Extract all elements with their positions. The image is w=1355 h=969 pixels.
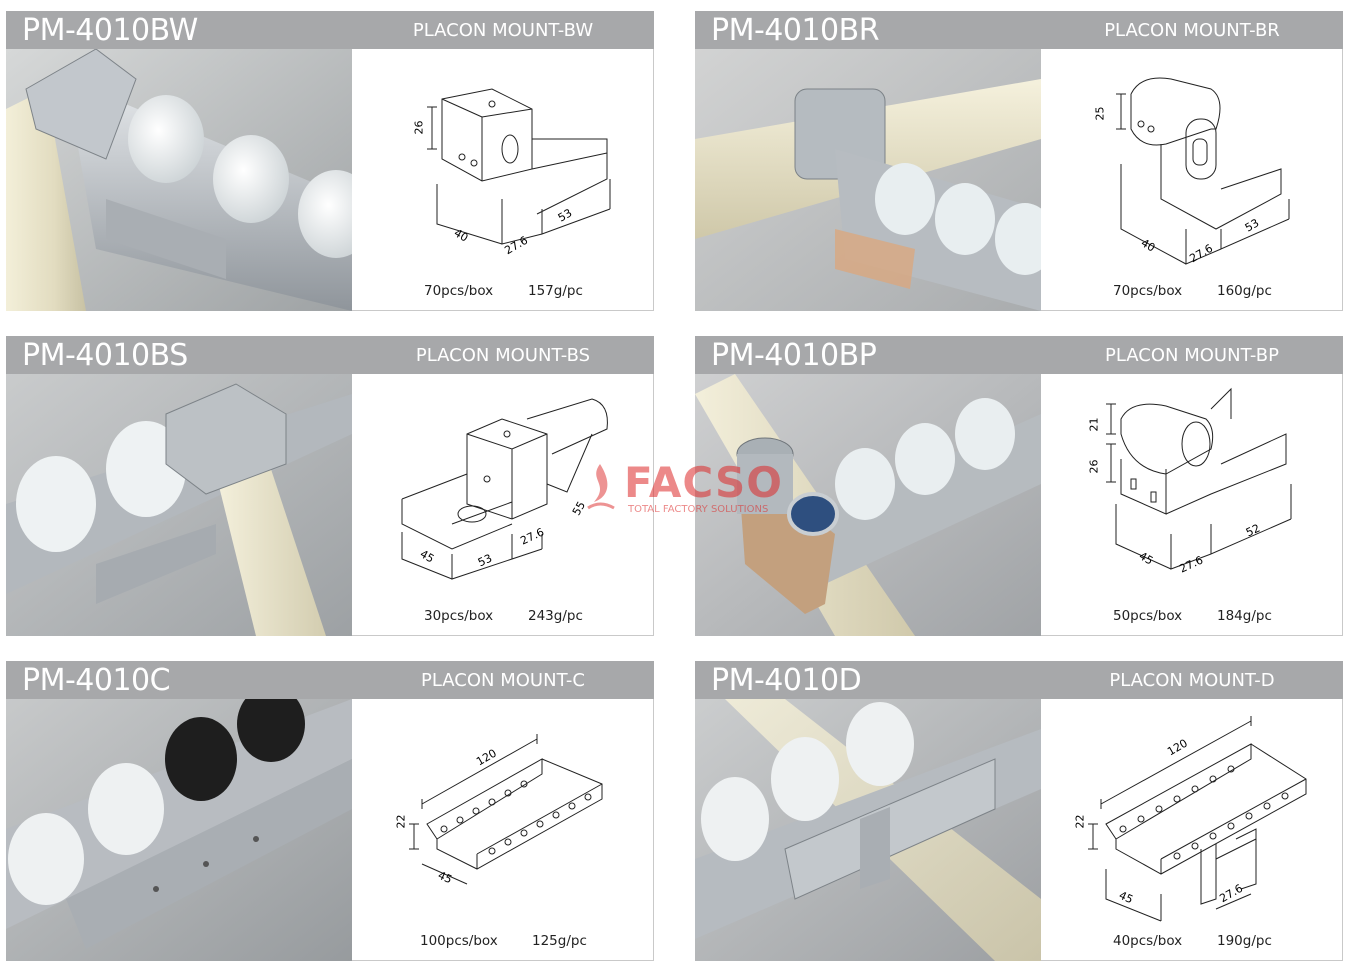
weight-per-piece: 184g/pc <box>1217 608 1272 624</box>
card-header: PM-4010BW PLACON MOUNT-BW <box>6 11 654 49</box>
mount-name: PLACON MOUNT-C <box>421 670 585 691</box>
product-card-d: PM-4010D PLACON MOUNT-D <box>695 661 1343 961</box>
product-card-bs: PM-4010BS PLACON MOUNT-BS <box>6 336 654 636</box>
weight-per-piece: 125g/pc <box>532 933 587 949</box>
pieces-per-box: 30pcs/box <box>424 608 494 624</box>
product-card-bw: PM-4010BW PLACON MOUNT-BW <box>6 11 654 311</box>
dimension-diagram: 25 40 27.6 53 70pcs/box 160g/pc <box>1041 49 1343 311</box>
pieces-per-box: 70pcs/box <box>1113 283 1183 299</box>
product-photo <box>6 699 352 961</box>
pieces-per-box: 70pcs/box <box>424 283 494 299</box>
pieces-per-box: 50pcs/box <box>1113 608 1183 624</box>
card-header: PM-4010BR PLACON MOUNT-BR <box>695 11 1343 49</box>
model-number: PM-4010BW <box>22 13 198 48</box>
dimension-diagram: 120 22 45 27.6 40pcs/box 190g/pc <box>1041 699 1343 961</box>
product-card-c: PM-4010C PLACON MOUNT-C <box>6 661 654 961</box>
product-photo <box>695 49 1041 311</box>
dim-label: 26 <box>412 120 426 135</box>
model-number: PM-4010BS <box>22 338 188 373</box>
dim-label: 25 <box>1093 106 1107 121</box>
model-number: PM-4010D <box>711 663 862 698</box>
weight-per-piece: 160g/pc <box>1217 283 1272 299</box>
dimension-diagram: 21 26 45 27.6 52 50pcs/box 184g/pc <box>1041 374 1343 636</box>
pieces-per-box: 100pcs/box <box>420 933 498 949</box>
product-photo <box>6 49 352 311</box>
product-photo <box>695 699 1041 961</box>
watermark-brand: FACSO <box>624 458 783 507</box>
dim-label: 26 <box>1087 459 1101 474</box>
weight-per-piece: 243g/pc <box>528 608 583 624</box>
dim-label: 21 <box>1087 417 1101 432</box>
product-photo <box>6 374 352 636</box>
mount-name: PLACON MOUNT-BR <box>1104 20 1280 41</box>
mount-name: PLACON MOUNT-D <box>1109 670 1275 691</box>
weight-per-piece: 190g/pc <box>1217 933 1272 949</box>
product-card-bp: PM-4010BP PLACON MOUNT-BP <box>695 336 1343 636</box>
flame-logo-icon <box>587 464 615 510</box>
dimension-diagram: 120 22 45 100pcs/box 125g/pc <box>352 699 654 961</box>
card-header: PM-4010D PLACON MOUNT-D <box>695 661 1343 699</box>
mount-name: PLACON MOUNT-BS <box>415 345 591 366</box>
product-photo <box>695 374 1041 636</box>
dim-label: 22 <box>394 814 408 829</box>
model-number: PM-4010BP <box>711 338 877 373</box>
pieces-per-box: 40pcs/box <box>1113 933 1183 949</box>
card-header: PM-4010C PLACON MOUNT-C <box>6 661 654 699</box>
card-header: PM-4010BS PLACON MOUNT-BS <box>6 336 654 374</box>
dim-label: 22 <box>1073 814 1087 829</box>
card-header: PM-4010BP PLACON MOUNT-BP <box>695 336 1343 374</box>
watermark-tagline: TOTAL FACTORY SOLUTIONS <box>628 504 769 515</box>
dimension-diagram: 26 40 27.6 53 70pcs/box 157g/pc <box>352 49 654 311</box>
model-number: PM-4010BR <box>711 13 880 48</box>
product-card-br: PM-4010BR PLACON MOUNT-BR <box>695 11 1343 311</box>
model-number: PM-4010C <box>22 663 171 698</box>
weight-per-piece: 157g/pc <box>528 283 583 299</box>
mount-name: PLACON MOUNT-BW <box>412 20 594 41</box>
mount-name: PLACON MOUNT-BP <box>1105 345 1279 366</box>
facso-watermark: FACSO TOTAL FACTORY SOLUTIONS <box>572 458 802 522</box>
